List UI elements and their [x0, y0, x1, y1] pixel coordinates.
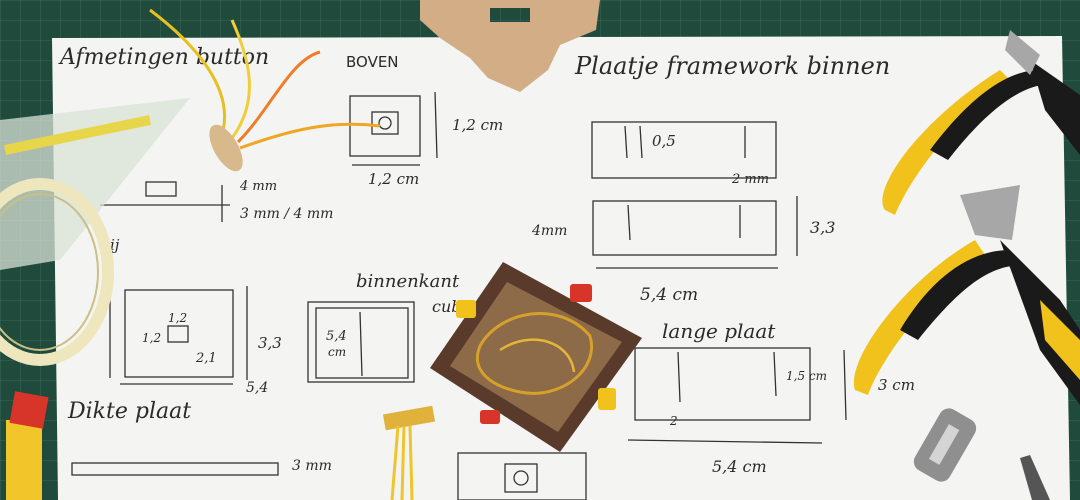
dim-3mm: 3 mm: [292, 458, 332, 474]
metal-cylinder: [913, 408, 977, 482]
dim-05: 0,5: [652, 132, 676, 150]
dim-12cm-horizontal: 1,2 cm: [368, 170, 419, 188]
button-wires: [149, 8, 381, 150]
dim-2: 2: [669, 414, 678, 428]
dim-15cm: 1,5 cm: [786, 369, 827, 383]
label-ij: ij: [110, 236, 120, 254]
wooden-box: [430, 262, 642, 452]
glue-tube-cap: [9, 391, 49, 429]
dim-54-bottom: 5,4 cm: [712, 457, 767, 476]
label-boven: BOVEN: [346, 53, 399, 71]
label-lange-plaat: lange plaat: [662, 319, 776, 343]
dim-4mm-b: 4mm: [531, 223, 567, 239]
dim-54-right: 5,4 cm: [640, 285, 698, 305]
dim-21: 2,1: [195, 351, 217, 366]
pliers-bottom: [853, 185, 1080, 405]
dim-12cm-vertical: 1,2 cm: [452, 116, 503, 134]
sketch-lines: [71, 91, 847, 500]
wooden-cutout: [420, 0, 600, 92]
dim-2mm: 2 mm: [731, 172, 769, 187]
glue-tube: [6, 420, 42, 500]
label-binnenkant: binnenkant: [356, 271, 460, 292]
title-right: Plaatje framework binnen: [574, 52, 890, 80]
label-dikte-plaat: Dikte plaat: [67, 399, 191, 424]
dim-3mm-4mm: 3 mm / 4 mm: [240, 206, 333, 222]
handwriting: Afmetingen button BOVEN Plaatje framewor…: [58, 45, 915, 476]
dim-12-left: 1,2: [142, 331, 161, 345]
tape-roll: [0, 178, 114, 366]
paper-sheet: [52, 36, 1070, 500]
dim-33-left: 3,3: [258, 334, 282, 352]
ruler-scale-yellow: [3, 115, 152, 155]
dim-4mm: 4 mm: [239, 179, 277, 194]
tape-roll-inner: [0, 193, 99, 351]
dim-3cm: 3 cm: [878, 376, 915, 394]
pliers-top: [882, 30, 1080, 215]
dim-54-left: 5,4: [246, 380, 268, 396]
pen-tip: [1020, 455, 1050, 500]
wire-connector: [382, 405, 436, 500]
label-cm: cm: [328, 345, 346, 359]
title-left: Afmetingen button: [58, 45, 269, 70]
dim-54-box: 5,4: [326, 329, 347, 344]
button-tab: [209, 124, 243, 172]
dim-33-right: 3,3: [810, 218, 835, 237]
dim-12: 1,2: [168, 311, 187, 325]
